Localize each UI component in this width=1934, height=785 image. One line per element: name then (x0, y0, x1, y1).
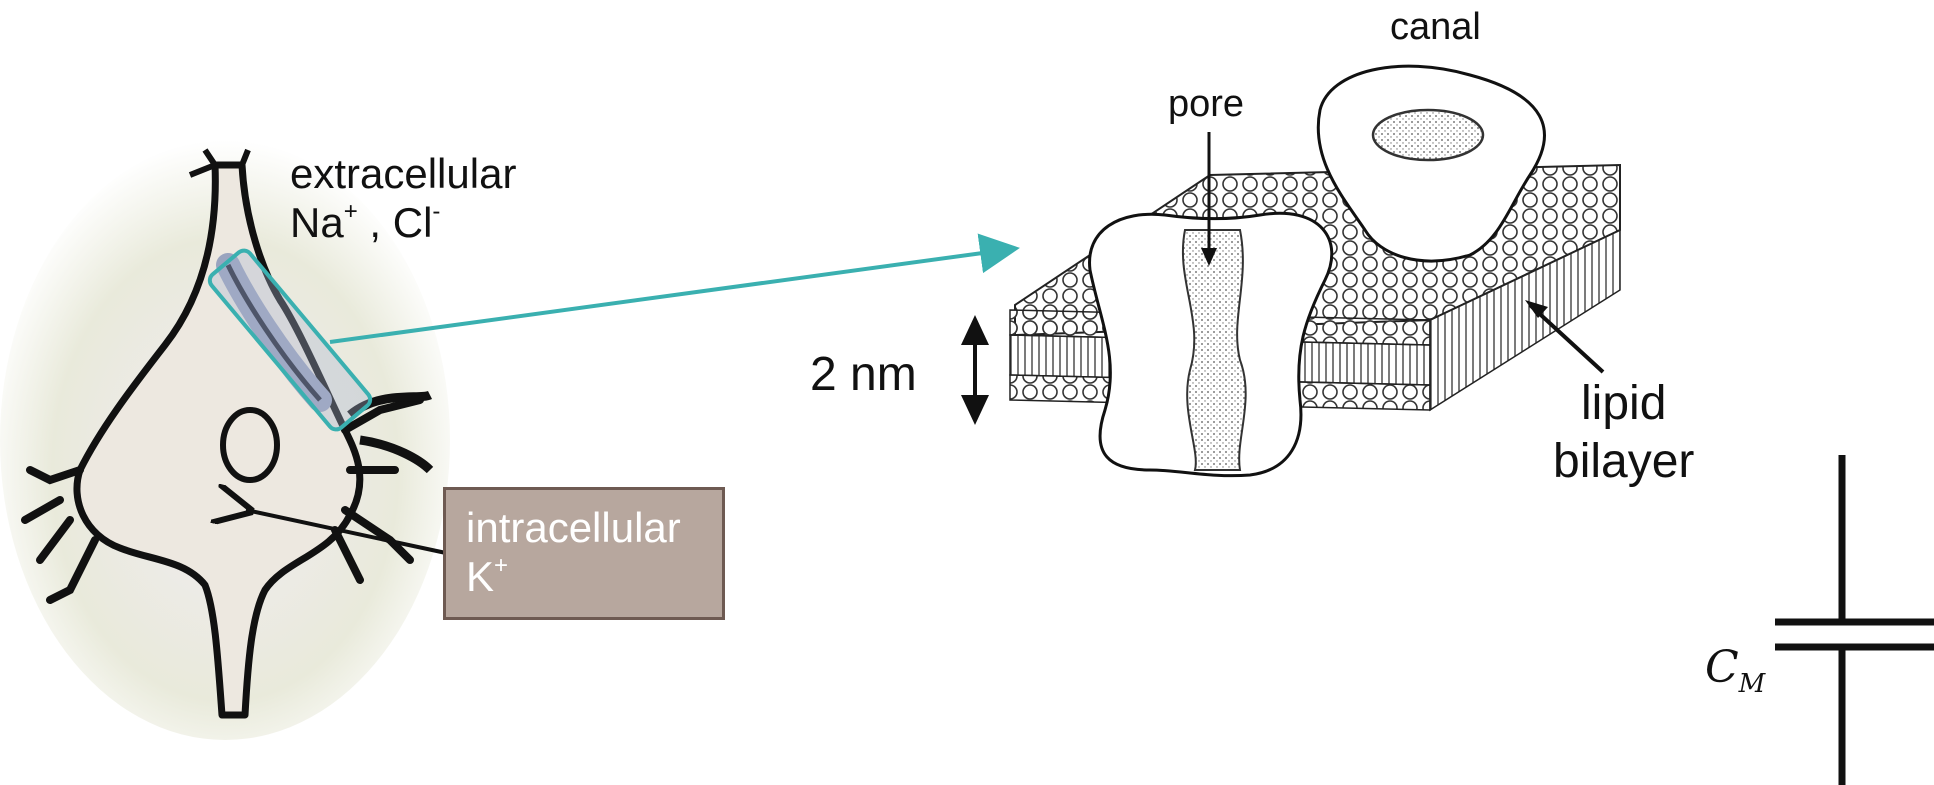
lipid-label-line2: bilayer (1553, 433, 1694, 491)
capacitor-symbol (1775, 455, 1934, 785)
extracellular-label: extracellular Na+ , Cl- (290, 150, 516, 248)
intra-ion-k-charge: + (494, 552, 508, 579)
extra-ion-cl-charge: - (432, 198, 440, 225)
thickness-label: 2 nm (810, 347, 917, 402)
extra-ion-na: Na (290, 199, 344, 246)
intracellular-ions: K+ (466, 552, 702, 601)
lipid-bilayer-illustration (1010, 66, 1620, 475)
pore-label: pore (1168, 83, 1244, 127)
extra-ion-na-charge: + (344, 198, 358, 225)
capacitor-label-c: C (1705, 642, 1739, 693)
intra-ion-k: K (466, 553, 494, 600)
extra-ion-separator: , (358, 199, 393, 246)
extra-ion-cl: Cl (393, 199, 433, 246)
capacitor-label: CM (1705, 643, 1765, 700)
thickness-double-arrow (961, 315, 989, 425)
lipid-label-line1: lipid (1553, 375, 1694, 433)
extracellular-ions: Na+ , Cl- (290, 198, 516, 247)
zoom-arrow (330, 249, 1012, 342)
lipid-bilayer-label: lipid bilayer (1553, 375, 1694, 490)
canal-label: canal (1390, 6, 1481, 50)
capacitor-label-sub: M (1739, 669, 1766, 699)
extracellular-title: extracellular (290, 150, 516, 197)
intracellular-box: intracellular K+ (443, 487, 725, 620)
intracellular-title: intracellular (466, 504, 702, 552)
